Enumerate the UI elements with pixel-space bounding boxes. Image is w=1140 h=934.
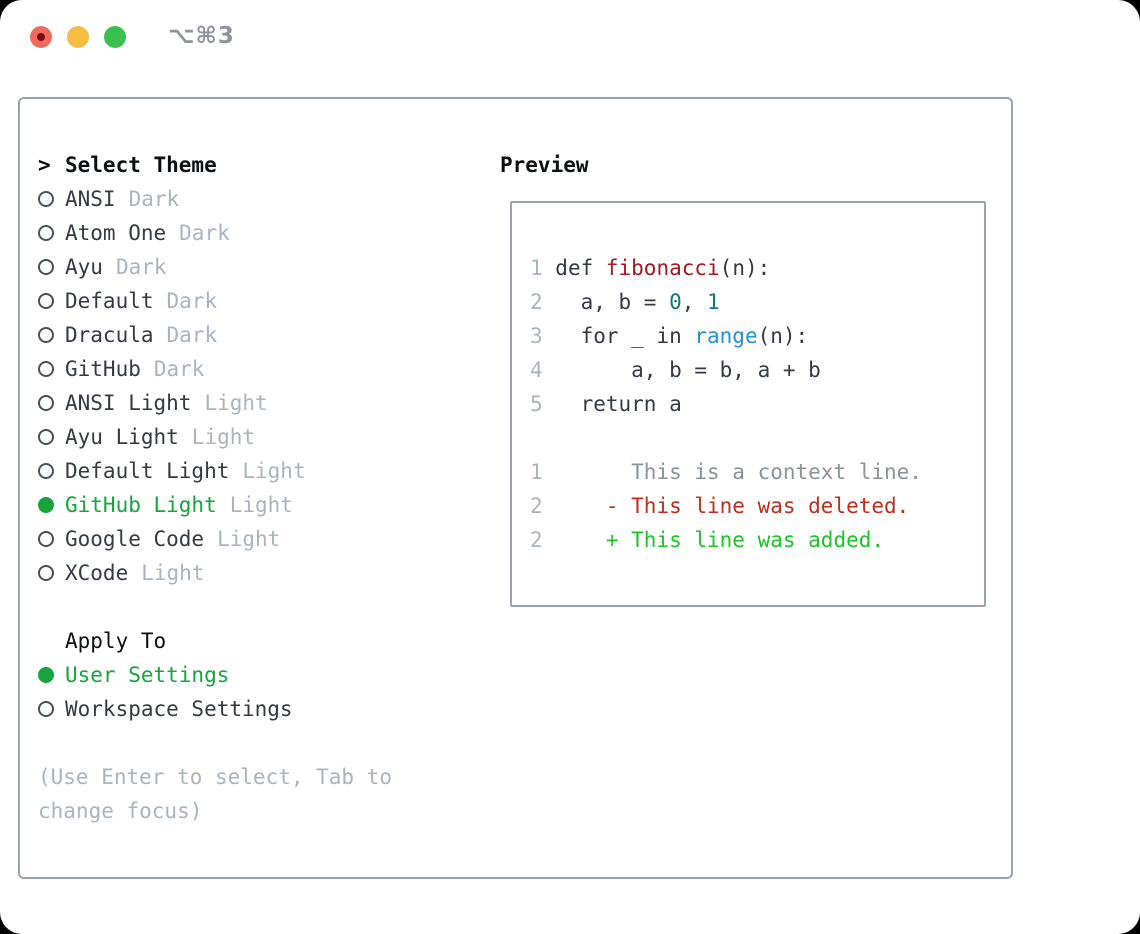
preview-title: Preview <box>500 153 589 177</box>
variant-tag: Light <box>191 425 256 449</box>
theme-option[interactable]: XCode Light <box>38 556 306 590</box>
theme-option[interactable]: ANSI Dark <box>38 182 306 216</box>
option-label: XCode <box>65 561 129 585</box>
radio-icon <box>38 565 54 581</box>
option-label: Default Light <box>65 459 230 483</box>
radio-icon <box>38 429 54 445</box>
spacer <box>38 590 306 624</box>
radio-icon <box>38 293 54 309</box>
option-label: Google Code <box>65 527 205 551</box>
apply-to-list: User Settings Workspace Settings <box>38 658 306 726</box>
keyboard-hint: (Use Enter to select, Tab to change focu… <box>38 765 393 823</box>
cursor-chevron-icon: > <box>38 153 51 177</box>
theme-option[interactable]: Atom One Dark <box>38 216 306 250</box>
code-preview: 1 def fibonacci(n): 2 a, b = 0, 1 3 for _ … <box>512 203 984 557</box>
code-line: 2 - This line was deleted. <box>530 494 910 518</box>
radio-icon <box>38 327 54 343</box>
option-label: ANSI <box>65 187 116 211</box>
variant-tag: Dark <box>179 221 230 245</box>
theme-option[interactable]: Default Light Light <box>38 454 306 488</box>
radio-icon <box>38 395 54 411</box>
variant-tag: Dark <box>166 323 218 347</box>
radio-icon <box>38 191 54 207</box>
theme-option[interactable]: GitHub Dark <box>38 352 306 386</box>
theme-option[interactable]: Ayu Dark <box>38 250 306 284</box>
window-title: ⌥⌘3 <box>168 23 235 49</box>
option-label: ANSI Light <box>65 391 192 415</box>
code-line <box>530 421 984 455</box>
radio-icon <box>38 463 54 479</box>
code-line: 3 for _ in range(n): <box>530 324 809 348</box>
theme-option[interactable]: ANSI Light Light <box>38 386 306 420</box>
option-label: User Settings <box>65 663 230 687</box>
code-line: 5 return a <box>530 392 682 416</box>
variant-tag: Light <box>204 391 268 415</box>
option-label: Atom One <box>65 221 167 245</box>
radio-icon <box>38 259 54 275</box>
code-line: 2 a, b = 0, 1 <box>530 290 720 314</box>
apply-to-title: Apply To <box>65 629 167 653</box>
variant-tag: Dark <box>166 289 218 313</box>
variant-tag: Dark <box>128 187 180 211</box>
radio-icon <box>38 701 54 717</box>
radio-icon <box>38 531 54 547</box>
apply-to-header: Apply To <box>38 624 306 658</box>
traffic-lights <box>30 26 126 48</box>
option-label: Workspace Settings <box>65 697 293 721</box>
theme-picker-header: > Select Theme <box>38 148 306 182</box>
option-label: Ayu <box>65 255 103 279</box>
radio-icon <box>38 225 54 241</box>
apply-to-option[interactable]: Workspace Settings <box>38 692 306 726</box>
theme-option[interactable]: Google Code Light <box>38 522 306 556</box>
variant-tag: Light <box>217 527 281 551</box>
variant-tag: Light <box>229 493 293 517</box>
code-line: 1 def fibonacci(n): <box>530 256 771 280</box>
option-label: Dracula <box>65 323 154 347</box>
variant-tag: Light <box>242 459 306 483</box>
close-button[interactable] <box>30 26 52 48</box>
minimize-button[interactable] <box>67 26 89 48</box>
variant-tag: Dark <box>115 255 167 279</box>
option-label: Default <box>65 289 154 313</box>
theme-option[interactable]: Dracula Dark <box>38 318 306 352</box>
theme-option[interactable]: GitHub Light Light <box>38 488 306 522</box>
theme-picker-title: Select Theme <box>65 153 217 177</box>
code-line: 2 + This line was added. <box>530 528 885 552</box>
theme-option[interactable]: Default Dark <box>38 284 306 318</box>
code-line: 4 a, b = b, a + b <box>530 358 821 382</box>
preview-pane: 1 def fibonacci(n): 2 a, b = 0, 1 3 for _ … <box>510 201 986 607</box>
variant-tag: Dark <box>153 357 205 381</box>
radio-icon <box>38 667 54 683</box>
radio-icon <box>38 497 54 513</box>
radio-icon <box>38 361 54 377</box>
variant-tag: Light <box>141 561 205 585</box>
code-line: 1 This is a context line. <box>530 460 922 484</box>
theme-option[interactable]: Ayu Light Light <box>38 420 306 454</box>
titlebar: ⌥⌘3 <box>0 0 1140 74</box>
apply-to-option[interactable]: User Settings <box>38 658 306 692</box>
option-label: GitHub <box>65 357 141 381</box>
zoom-button[interactable] <box>104 26 126 48</box>
option-label: GitHub Light <box>65 493 217 517</box>
option-label: Ayu Light <box>65 425 179 449</box>
